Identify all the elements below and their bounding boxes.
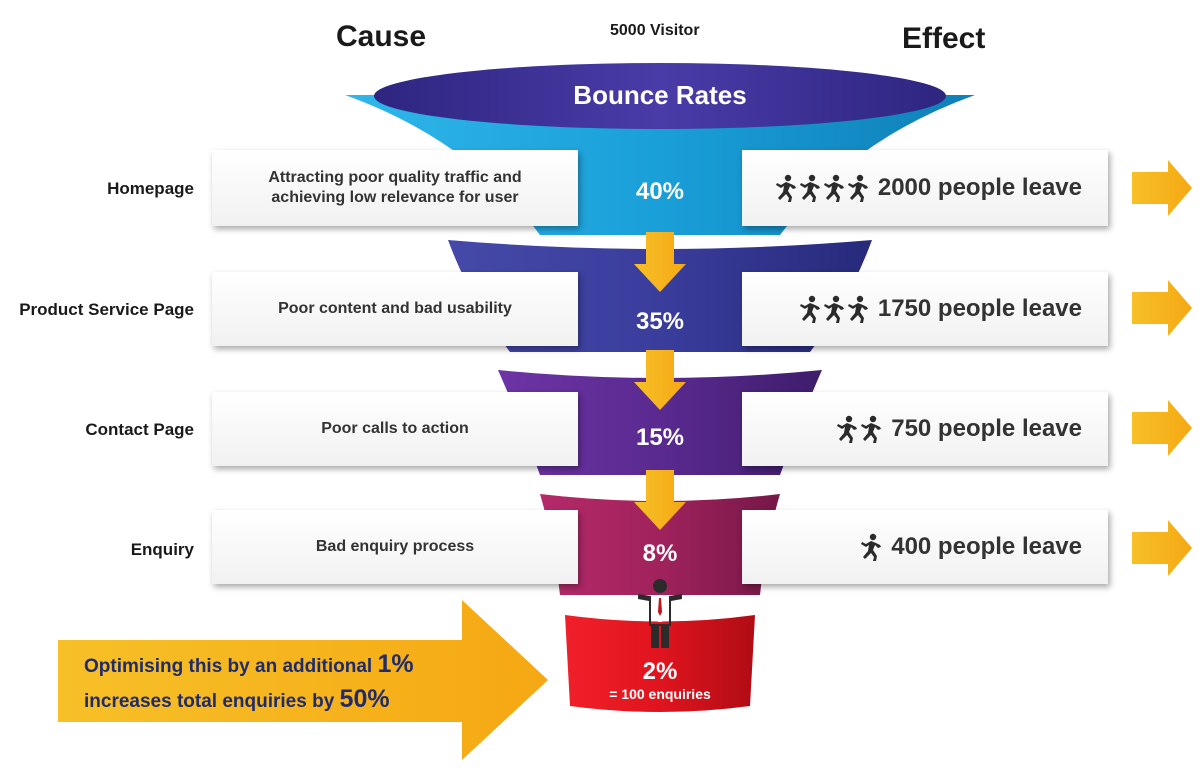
runner-icon xyxy=(846,174,868,202)
runner-icon xyxy=(846,295,868,323)
runner-icon xyxy=(798,295,820,323)
callout-arrow xyxy=(58,600,548,760)
cause-box: Attracting poor quality traffic and achi… xyxy=(212,150,578,226)
final-note: = 100 enquiries xyxy=(609,686,711,702)
runner-icon xyxy=(822,174,844,202)
callout-line1-value: 1% xyxy=(377,650,414,678)
funnel-segment-5 xyxy=(565,615,755,712)
cause-box: Poor content and bad usability xyxy=(212,272,578,346)
funnel-rim xyxy=(374,63,946,129)
right-arrow-icon xyxy=(1132,160,1192,216)
effect-text: 1750 people leave xyxy=(877,295,1082,322)
cause-box: Bad enquiry process xyxy=(212,510,578,584)
right-arrow-icon xyxy=(1132,520,1192,576)
runners-group xyxy=(835,415,882,443)
funnel-segment-4 xyxy=(540,494,780,595)
effect-box: 400 people leave xyxy=(742,510,1108,584)
stage-percentage: 35% xyxy=(635,308,685,335)
stage-percentage: 40% xyxy=(635,178,685,205)
right-arrow-icon xyxy=(1132,400,1192,456)
down-arrow-icon xyxy=(634,350,686,410)
runner-icon xyxy=(859,533,882,561)
effect-text: 400 people leave xyxy=(891,533,1082,560)
stage-label: Enquiry xyxy=(130,540,194,559)
effect-text: 2000 people leave xyxy=(877,174,1082,201)
funnel-title: Bounce Rates xyxy=(573,80,747,110)
stage-percentage: 8% xyxy=(642,540,678,567)
effect-box: 750 people leave xyxy=(742,392,1108,466)
funnel-segment-3 xyxy=(498,370,822,475)
runners-group xyxy=(774,174,868,202)
runner-icon xyxy=(798,174,820,202)
businessman-icon xyxy=(638,579,682,648)
callout-text: Optimising this by an additional 1% incr… xyxy=(84,648,504,718)
effect-header: Effect xyxy=(902,22,986,55)
effect-box: 2000 people leave xyxy=(742,150,1108,226)
callout-line1: Optimising this by an additional xyxy=(84,656,378,677)
visitor-count: 5000 Visitor xyxy=(610,22,700,39)
stage-label: Contact Page xyxy=(85,420,194,439)
cause-header: Cause xyxy=(336,20,427,53)
effect-box: 1750 people leave xyxy=(742,272,1108,346)
runners-group xyxy=(859,533,882,561)
funnel-segment-1 xyxy=(345,95,975,235)
callout-line2: increases total enquiries by xyxy=(84,691,340,712)
runner-icon xyxy=(835,415,858,443)
runner-icon xyxy=(859,415,882,443)
final-percentage: 2% xyxy=(642,658,678,685)
stage-label: Product Service Page xyxy=(19,300,194,319)
runners-group xyxy=(798,295,868,323)
stage-percentage: 15% xyxy=(635,424,685,451)
runner-icon xyxy=(822,295,844,323)
right-arrow-icon xyxy=(1132,280,1192,336)
effect-text: 750 people leave xyxy=(891,415,1082,442)
down-arrow-icon xyxy=(634,232,686,292)
cause-box: Poor calls to action xyxy=(212,392,578,466)
runner-icon xyxy=(774,174,796,202)
callout-line2-value: 50% xyxy=(339,685,390,713)
stage-label: Homepage xyxy=(107,179,194,198)
down-arrow-icon xyxy=(634,470,686,530)
